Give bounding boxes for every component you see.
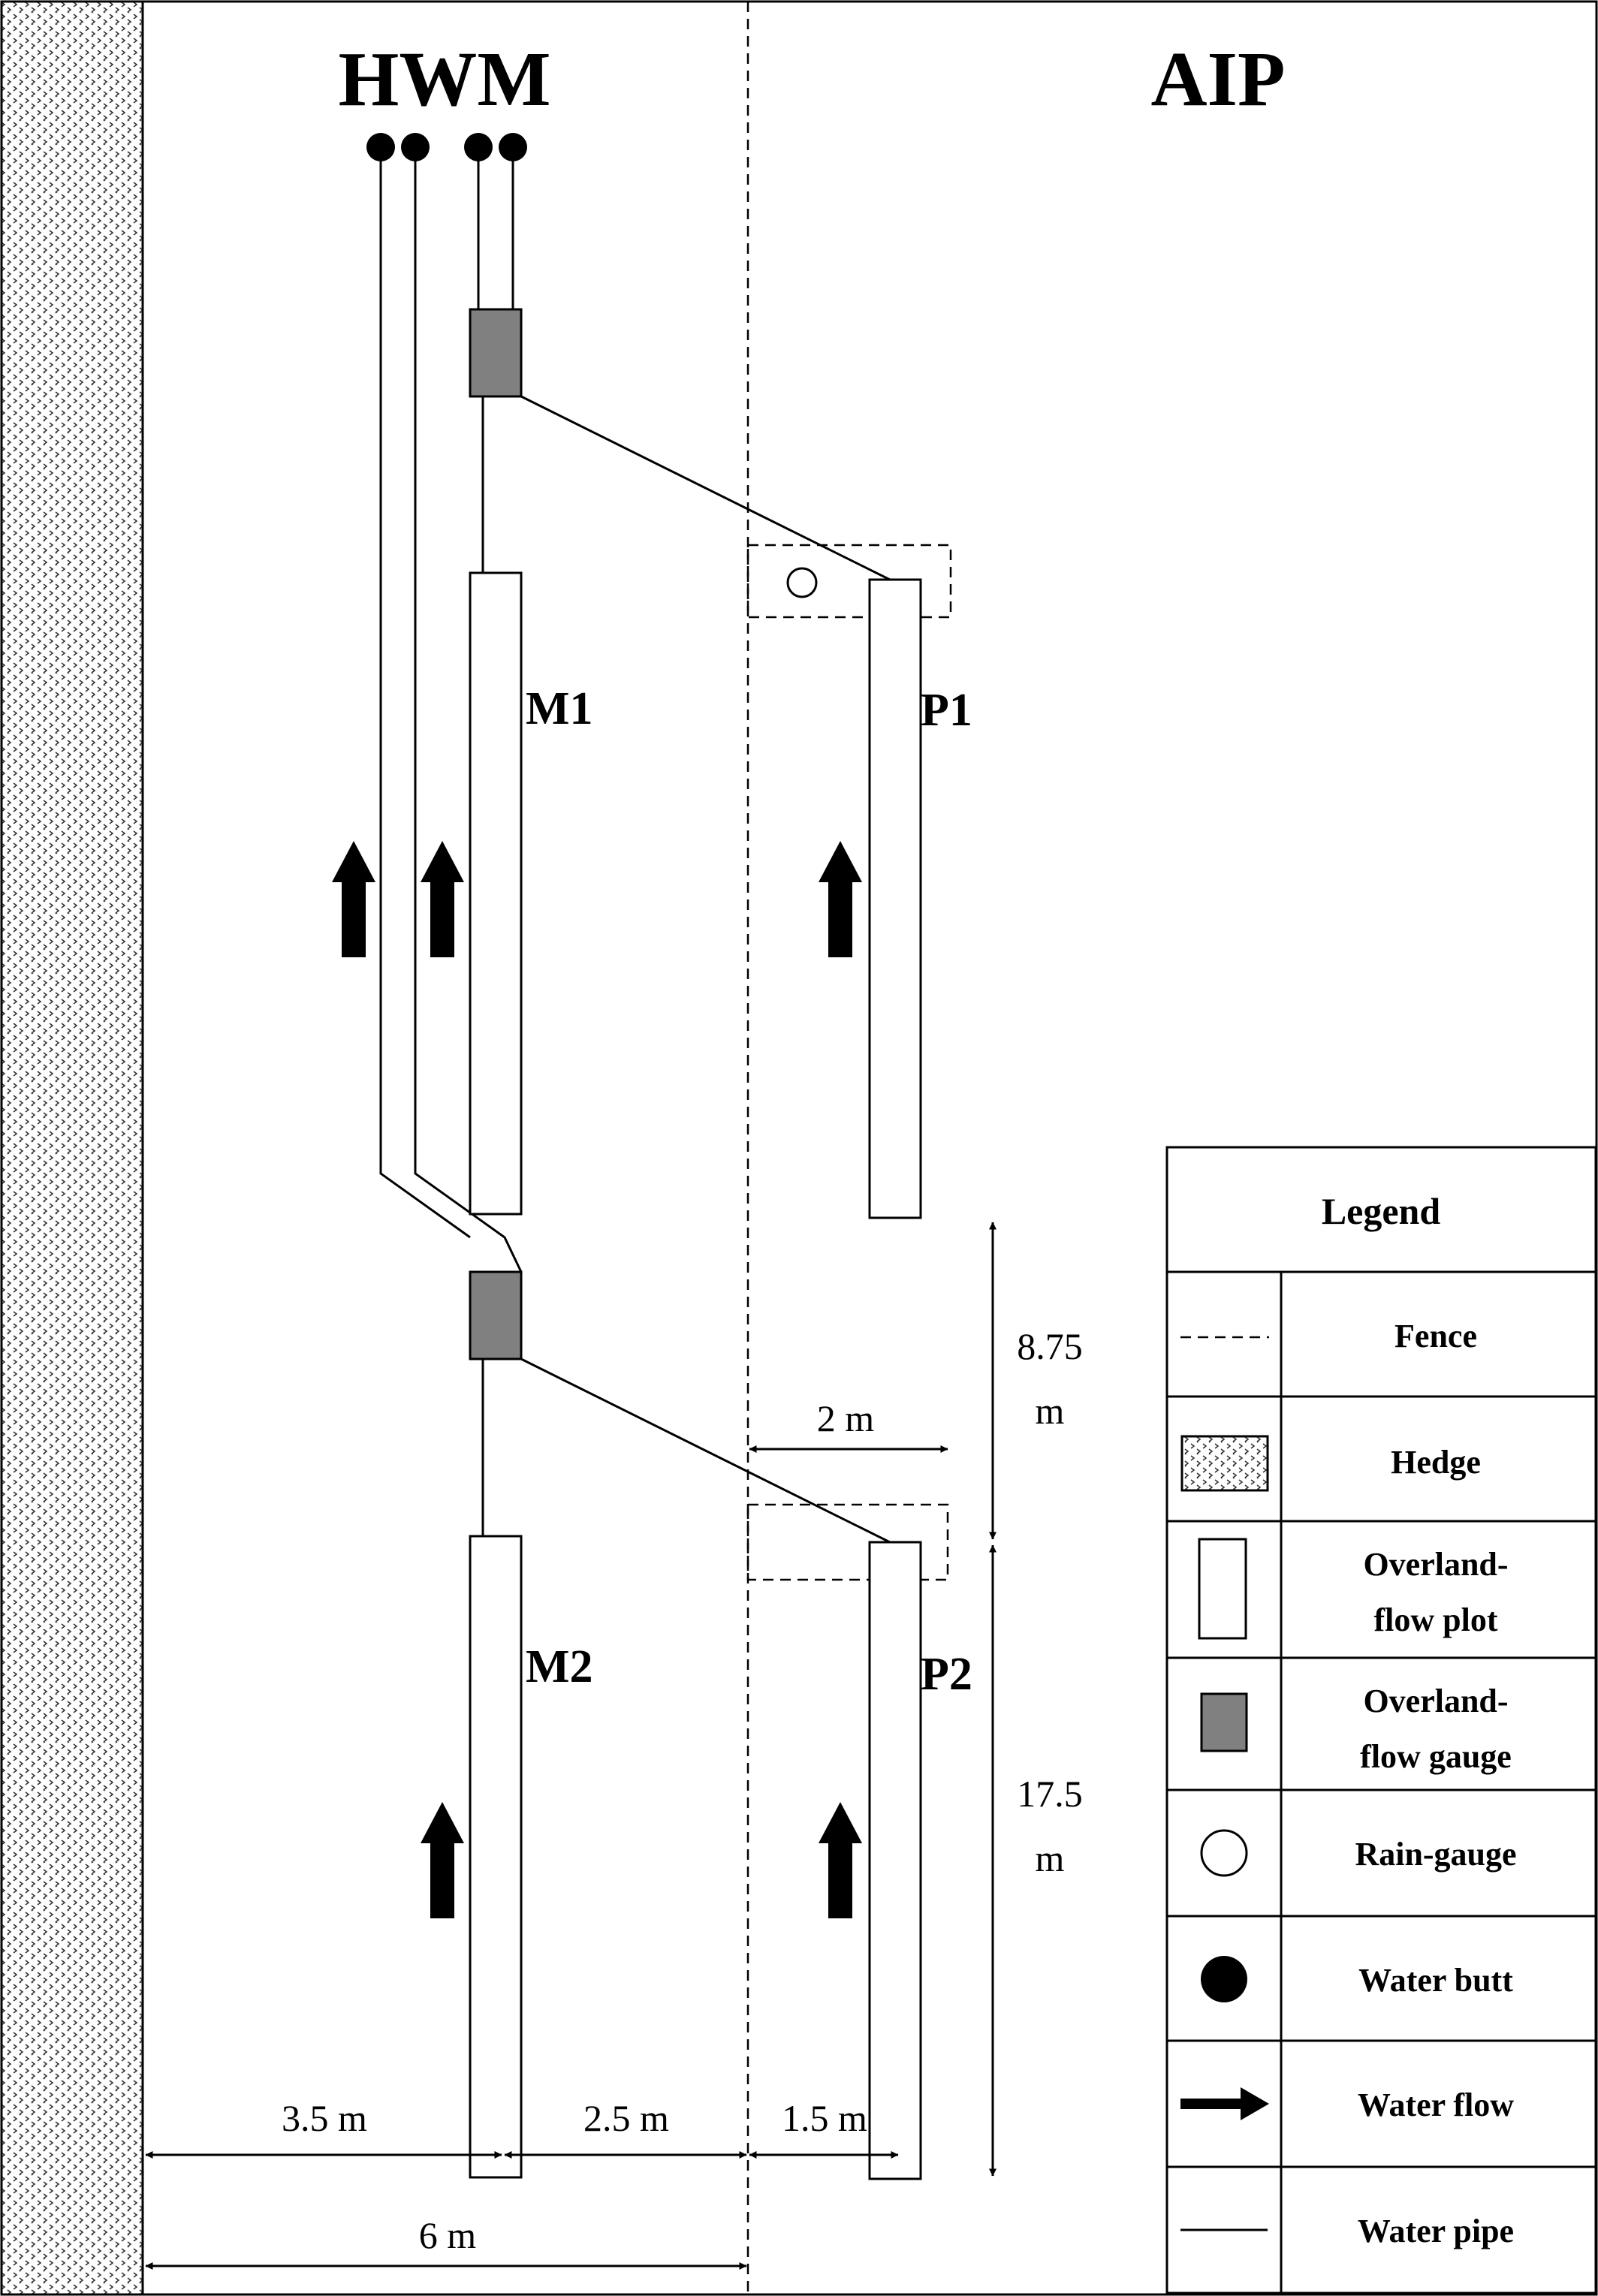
dim-label-m-to-fence: 2.5 m bbox=[583, 2097, 669, 2139]
hwm-heading: HWM bbox=[338, 36, 550, 122]
water-pipe bbox=[520, 395, 891, 581]
plot-label-p2: P2 bbox=[921, 1649, 972, 1700]
legend-label-water-flow: Water flow bbox=[1358, 2087, 1514, 2123]
plot-label-m1: M1 bbox=[526, 683, 593, 734]
water-pipe bbox=[379, 147, 471, 1239]
plot-p2 bbox=[868, 1541, 922, 2180]
water-pipe bbox=[414, 147, 523, 1273]
legend: Legend Fence Hedge Overland- flow plot O… bbox=[1165, 1146, 1597, 2294]
water-flow-arrow bbox=[332, 841, 375, 957]
plot-label-p1: P1 bbox=[921, 685, 972, 736]
plot-label-m2: M2 bbox=[526, 1641, 593, 1692]
plot-p1 bbox=[868, 578, 922, 1219]
plot-symbol bbox=[1198, 1538, 1247, 1640]
legend-label-water-butt: Water butt bbox=[1358, 1962, 1513, 1999]
dim-label-gap: 8.75 bbox=[1017, 1325, 1083, 1367]
water-flow-arrow bbox=[421, 841, 464, 957]
dim-label-fence-to-rain-box: 2 m bbox=[817, 1397, 875, 1439]
dimension-lines bbox=[145, 1222, 996, 2270]
aip-heading: AIP bbox=[1150, 36, 1285, 122]
gauge-symbol bbox=[1200, 1692, 1248, 1752]
water-flow-arrow bbox=[421, 1802, 464, 1918]
water-pipe bbox=[520, 1357, 891, 1544]
water-butts bbox=[366, 133, 527, 161]
water-flow-arrows bbox=[332, 841, 862, 1918]
hedge-strip bbox=[0, 0, 144, 2296]
legend-label-rain-gauge: Rain-gauge bbox=[1355, 1836, 1516, 1873]
plot-m1 bbox=[469, 571, 523, 1216]
dim-label-gap-unit: m bbox=[1036, 1390, 1065, 1432]
dim-label-hedge-to-m: 3.5 m bbox=[282, 2097, 367, 2139]
legend-label-hedge: Hedge bbox=[1391, 1444, 1481, 1481]
water-flow-arrow bbox=[819, 1802, 862, 1918]
rain-gauge bbox=[786, 567, 818, 598]
dim-label-hedge-to-fence: 6 m bbox=[419, 2214, 477, 2256]
legend-label-plot: Overland- bbox=[1363, 1546, 1508, 1583]
overland-flow-gauge bbox=[469, 308, 523, 398]
water-pipes bbox=[379, 147, 891, 1544]
water-flow-arrow bbox=[819, 841, 862, 957]
overland-flow-gauge bbox=[469, 1270, 523, 1360]
legend-label-fence: Fence bbox=[1394, 1318, 1477, 1354]
rain-gauge-symbol bbox=[1200, 1829, 1248, 1877]
legend-label-gauge: flow gauge bbox=[1360, 1738, 1512, 1775]
plot-m2 bbox=[469, 1535, 523, 2179]
dim-label-plot-length-unit: m bbox=[1036, 1837, 1065, 1879]
water-flow-symbol bbox=[1180, 2087, 1269, 2120]
legend-label-water-pipe: Water pipe bbox=[1358, 2213, 1514, 2249]
legend-label-plot: flow plot bbox=[1374, 1601, 1498, 1638]
water-butt-symbol bbox=[1201, 1956, 1247, 2002]
dim-label-plot-length: 17.5 bbox=[1017, 1773, 1083, 1815]
dim-label-fence-to-p: 1.5 m bbox=[782, 2097, 867, 2139]
hedge-symbol bbox=[1180, 1435, 1269, 1492]
legend-title: Legend bbox=[1322, 1190, 1441, 1232]
legend-label-gauge: Overland- bbox=[1363, 1683, 1508, 1719]
